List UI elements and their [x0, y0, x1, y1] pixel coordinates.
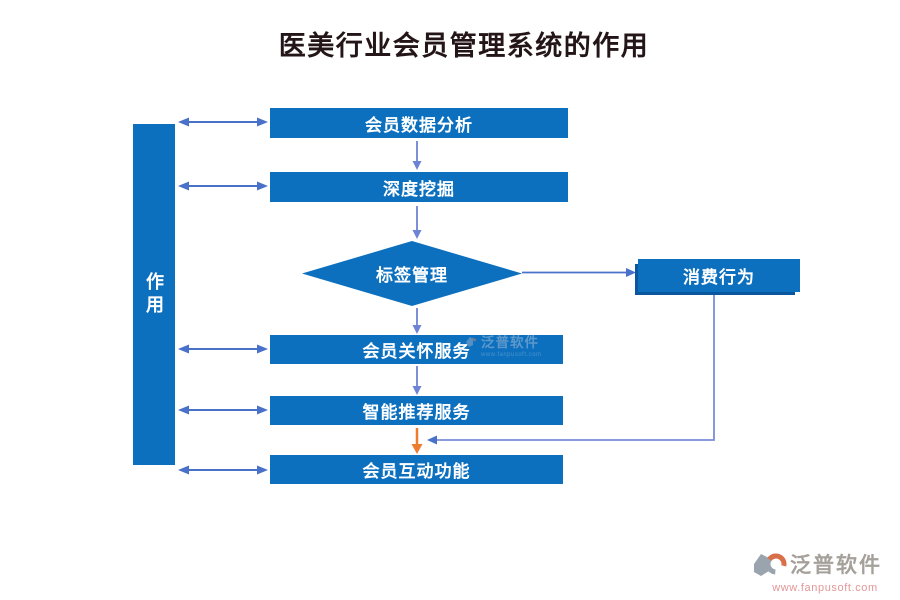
- footer-url: www.fanpusoft.com: [772, 582, 878, 594]
- arrow-bar-analysis: [178, 117, 268, 127]
- arrow-bar-mining: [178, 181, 268, 191]
- node-member-care-service: 会员关怀服务: [270, 335, 563, 364]
- arrow-bar-care: [178, 344, 268, 354]
- footer-logo: 泛普软件 www.fanpusoft.com: [754, 549, 896, 594]
- node-smart-recommendation: 智能推荐服务: [270, 396, 563, 425]
- role-side-bar-label: 作用: [144, 271, 164, 318]
- role-side-bar: 作用: [133, 124, 175, 465]
- arrow-bar-recommend: [178, 405, 268, 415]
- arrow-tags-consumption: [522, 268, 636, 277]
- arrow-recommend-interaction-orange: [411, 428, 423, 454]
- arrow-tags-care: [412, 308, 422, 334]
- fanpu-logo-icon: [754, 553, 787, 576]
- arrow-bar-interaction: [178, 465, 268, 475]
- arrow-care-recommend: [412, 366, 422, 395]
- node-member-data-analysis: 会员数据分析: [270, 108, 568, 138]
- arrow-analysis-mining: [412, 141, 422, 170]
- arrow-consumption-interaction: [427, 293, 715, 445]
- node-tag-management: 标签管理: [376, 266, 448, 285]
- arrow-mining-tags: [412, 206, 422, 239]
- footer-brand: 泛普软件: [790, 552, 882, 577]
- node-deep-mining: 深度挖掘: [270, 172, 568, 202]
- diagram-title: 医美行业会员管理系统的作用: [278, 31, 650, 61]
- node-consumption-behavior: 消费行为: [638, 259, 800, 292]
- diamond-shape: [302, 241, 522, 306]
- node-member-interaction: 会员互动功能: [270, 455, 563, 484]
